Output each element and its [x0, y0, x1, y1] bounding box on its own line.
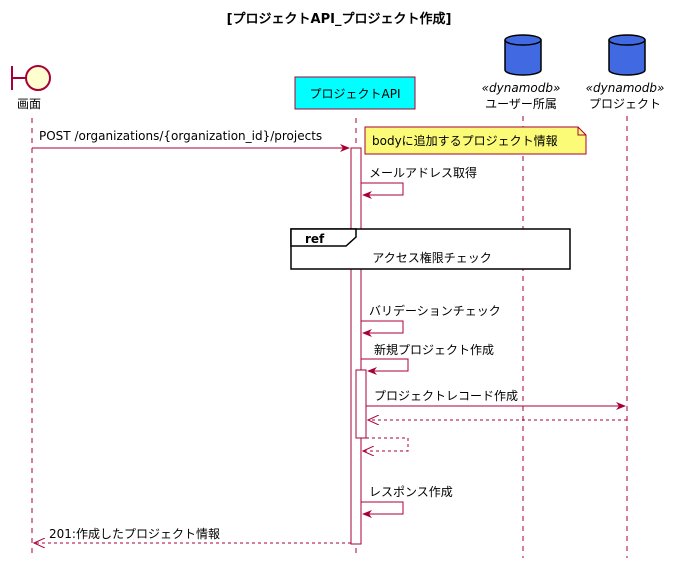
note-shape — [364, 126, 587, 155]
participant-screen: 画面 — [11, 65, 51, 111]
participant-screen-label: 画面 — [17, 97, 41, 111]
participant-project-stereotype: «dynamodb» — [586, 81, 665, 95]
boundary-icon — [25, 65, 51, 91]
lifelines — [31, 116, 628, 558]
participant-api-label: プロジェクトAPI — [310, 87, 401, 101]
ref-frame: ref アクセス権限チェック — [290, 228, 571, 270]
participant-user-org: «dynamodb» ユーザー所属 — [482, 34, 561, 111]
ref-text: アクセス権限チェック — [372, 250, 491, 265]
ref-keyword: ref — [305, 232, 325, 246]
note-fold — [577, 127, 586, 136]
message-response: レスポンス作成 — [361, 485, 453, 518]
activation-api-nested — [355, 369, 367, 439]
message-arrow — [361, 358, 409, 375]
participant-user-org-label: ユーザー所属 — [485, 97, 557, 111]
note-text: bodyに追加するプロジェクト情報 — [372, 133, 558, 148]
ref-box — [290, 228, 571, 270]
participant-project: «dynamodb» プロジェクト — [586, 34, 665, 111]
message-arrow — [361, 320, 404, 337]
note-body: bodyに追加するプロジェクト情報 — [364, 126, 587, 155]
participant-api: プロジェクトAPI — [294, 76, 416, 110]
activation-api — [350, 147, 362, 545]
database-icon — [608, 40, 646, 76]
message-response-label: レスポンス作成 — [369, 485, 453, 499]
message-new-project-label: 新規プロジェクト作成 — [374, 342, 494, 357]
diagram-title: [プロジェクトAPI_プロジェクト作成] — [227, 11, 452, 27]
database-icon — [504, 40, 542, 76]
message-arrow — [361, 182, 404, 199]
message-validation: バリデーションチェック — [361, 303, 501, 337]
return-arrow-self — [363, 437, 409, 451]
participant-user-org-stereotype: «dynamodb» — [482, 81, 561, 95]
message-reply-label: 201:作成したプロジェクト情報 — [49, 527, 220, 541]
participant-project-label: プロジェクト — [589, 97, 661, 111]
message-get-email-label: メールアドレス取得 — [369, 165, 477, 180]
database-top — [504, 34, 542, 46]
message-reply: 201:作成したプロジェクト情報 — [34, 527, 351, 543]
message-new-project: 新規プロジェクト作成 — [361, 342, 494, 375]
message-post-request: POST /organizations/{organization_id}/pr… — [32, 129, 350, 152]
database-top — [608, 34, 646, 46]
message-get-email: メールアドレス取得 — [361, 165, 477, 199]
message-arrow — [361, 501, 404, 518]
participant-api-box — [294, 76, 416, 110]
message-create-record: プロジェクトレコード作成 — [366, 389, 626, 410]
message-create-record-label: プロジェクトレコード作成 — [374, 389, 518, 403]
message-validation-label: バリデーションチェック — [369, 303, 501, 318]
message-post-request-label: POST /organizations/{organization_id}/pr… — [39, 129, 322, 143]
ref-tab — [290, 228, 357, 247]
